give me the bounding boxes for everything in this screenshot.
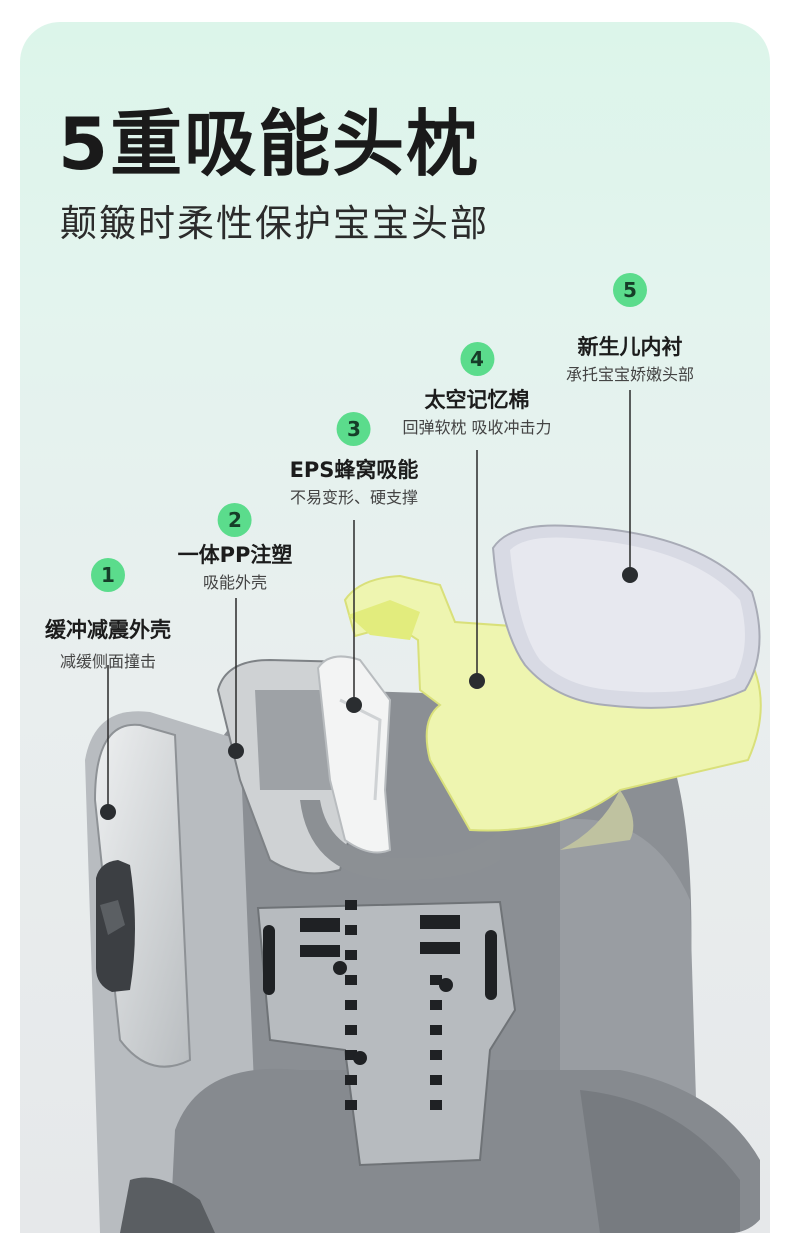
page-title: 5重吸能头枕 <box>58 102 481 186</box>
callout-number-badge: 4 <box>460 342 494 376</box>
callout-title: 太空记忆棉 <box>424 388 530 412</box>
callout-title: 新生儿内衬 <box>577 335 683 359</box>
callout-desc: 回弹软枕 吸收冲击力 <box>402 418 552 437</box>
callout-title: 缓冲减震外壳 <box>45 618 171 642</box>
callout-desc: 不易变形、硬支撑 <box>289 488 418 507</box>
callout-number-badge: 5 <box>612 273 647 307</box>
callout-eps-honeycomb: 3 EPS蜂窝吸能 不易变形、硬支撑 <box>289 412 419 507</box>
callout-memory-foam: 4 太空记忆棉 回弹软枕 吸收冲击力 <box>402 342 552 437</box>
memory-foam <box>343 574 762 832</box>
callout-number-badge: 1 <box>91 558 125 592</box>
leader-dots <box>100 567 638 820</box>
callout-desc: 减缓侧面撞击 <box>59 652 156 671</box>
callout-number-badge: 3 <box>337 412 371 446</box>
callout-number-badge: 2 <box>217 503 252 537</box>
callout-title: 一体PP注塑 <box>177 543 293 567</box>
callout-desc: 承托宝宝娇嫩头部 <box>565 365 695 384</box>
page-subtitle: 颠簸时柔性保护宝宝头部 <box>60 202 489 245</box>
callout-newborn-liner: 5 新生儿内衬 承托宝宝娇嫩头部 <box>566 273 694 383</box>
callout-shock-shell: 1 缓冲减震外壳 减缓侧面撞击 <box>45 558 171 670</box>
harness-slots <box>263 900 497 1110</box>
callout-desc: 吸能外壳 <box>202 573 268 592</box>
leader-lines <box>107 390 631 810</box>
callout-pp-molding: 2 一体PP注塑 吸能外壳 <box>177 503 293 592</box>
harness-plate <box>256 900 517 1167</box>
eps-honeycomb <box>316 655 392 854</box>
callout-title: EPS蜂窝吸能 <box>289 458 419 482</box>
